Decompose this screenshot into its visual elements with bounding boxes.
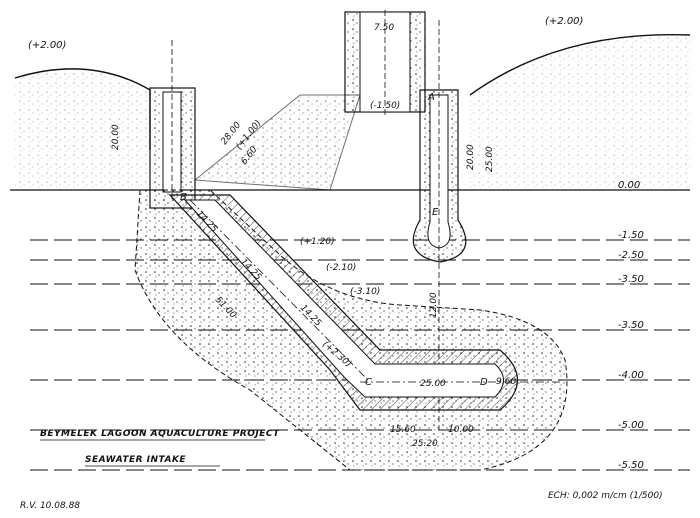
dim-7-50: 7.50 xyxy=(374,23,394,33)
point-e: E xyxy=(432,207,439,218)
point-a: A xyxy=(427,92,435,103)
dim-minus-3-10: (-3.10) xyxy=(350,287,380,297)
elev-m150: -1.50 xyxy=(618,230,644,241)
elev-m550: -5.50 xyxy=(618,460,644,471)
dim-minus-2-10: (-2.10) xyxy=(326,263,356,273)
dim-10: 10.00 xyxy=(448,425,474,435)
dim-20-right: 20.00 xyxy=(466,144,476,170)
drawing-title: BEYMELEK LAGOON AQUACULTURE PROJECT xyxy=(40,429,280,439)
point-d: D xyxy=(480,377,488,388)
ref-m150: (-1.50) xyxy=(370,101,400,111)
elev-m350a: -3.50 xyxy=(618,274,644,285)
elev-top-right: (+2.00) xyxy=(545,16,583,27)
dim-9-60: 9.60 xyxy=(496,377,516,387)
dim-25-right: 25.00 xyxy=(485,146,495,172)
elev-top-left: (+2.00) xyxy=(28,40,66,51)
elev-m350b: -3.50 xyxy=(618,320,644,331)
point-c: C xyxy=(365,377,372,388)
elev-m400: -4.00 xyxy=(618,370,644,381)
dim-15-60: 15.60 xyxy=(390,425,416,435)
right-shaft-pipe xyxy=(427,94,451,249)
dim-20-left: 20.00 xyxy=(111,124,121,150)
embankment-wedge xyxy=(193,94,361,191)
drawing-subtitle: SEAWATER INTAKE xyxy=(85,455,186,465)
scale-note: ECH: 0,002 m/cm (1/500) xyxy=(548,491,663,501)
elev-0: 0.00 xyxy=(618,180,640,191)
elev-m500: -5.00 xyxy=(618,420,644,431)
dim-25-bottom: 25.00 xyxy=(420,379,446,389)
elev-m250: -2.50 xyxy=(618,250,644,261)
ground-hatch-left xyxy=(15,68,150,190)
dim-12: 12.00 xyxy=(429,292,439,318)
dim-plus-1-20: (+1.20) xyxy=(300,237,335,247)
signature: R.V. 10.08.88 xyxy=(20,501,80,511)
pipe-inner xyxy=(183,199,504,398)
dim-25-20: 25.20 xyxy=(412,439,438,449)
ground-hatch-right xyxy=(470,34,690,191)
pipe-axis xyxy=(189,199,371,383)
point-b: B xyxy=(180,192,187,203)
